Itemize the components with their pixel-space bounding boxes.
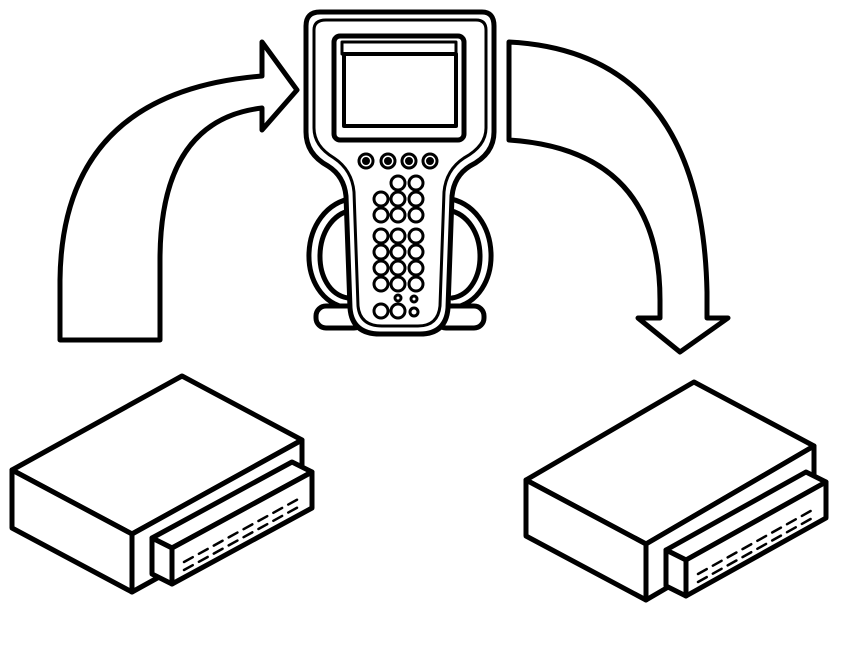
upload-arrow-icon [57, 39, 300, 343]
left-handle-loop [306, 195, 357, 311]
connector-front [149, 535, 175, 587]
download-arrow-icon [506, 39, 731, 355]
connector-front [663, 547, 689, 599]
screen-display [342, 52, 458, 128]
connector [663, 469, 829, 599]
scan-tool-inner-outline [312, 18, 488, 328]
right-handle-loop-inner [445, 207, 483, 301]
function-keys [357, 152, 439, 170]
right-handle-loop [443, 195, 494, 311]
left-handle-loop-inner [317, 207, 355, 301]
handheld-scan-tool-icon [303, 9, 497, 337]
connector-face [683, 479, 829, 599]
connector-pins [696, 506, 818, 584]
keypad [372, 174, 425, 320]
target-module-icon [523, 379, 829, 603]
connector-pins [182, 495, 304, 572]
connector [149, 459, 315, 587]
source-module-icon [9, 373, 315, 595]
